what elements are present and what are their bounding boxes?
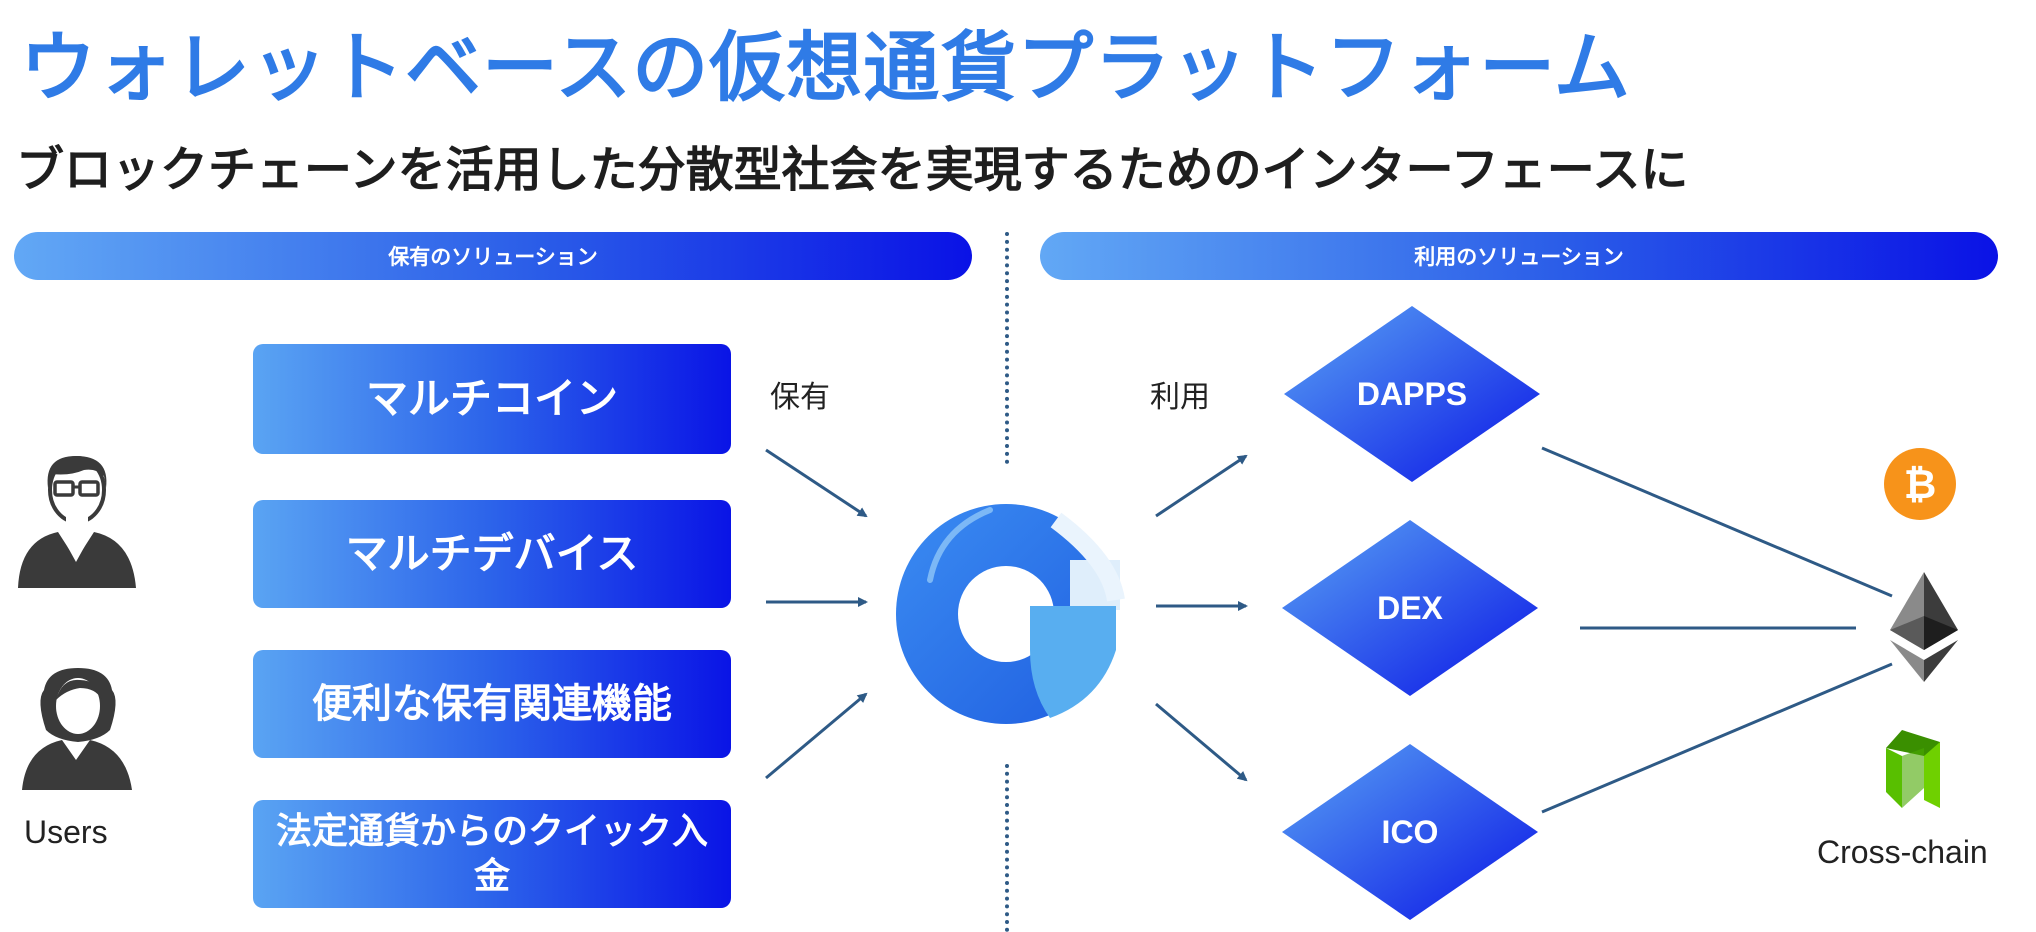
left-section-header: 保有のソリューション	[14, 232, 972, 280]
use-label: 利用	[1150, 380, 1210, 415]
hold-label: 保有	[770, 380, 830, 415]
arrow-hold-3	[765, 692, 868, 780]
users-icons	[18, 456, 136, 790]
page-subtitle: ブロックチェーンを活用した分散型社会を実現するためのインターフェースに	[16, 142, 1689, 198]
page-title: ウォレットベースの仮想通貨プラットフォーム	[20, 23, 1631, 112]
arrow-use-1	[1155, 454, 1248, 518]
line-ico-eth	[1541, 662, 1893, 814]
feature-multidevice: マルチデバイス	[253, 500, 731, 608]
arrow-use-3	[1155, 702, 1248, 782]
use-case-dapps-label: DAPPS	[1356, 375, 1468, 412]
neo-icon	[1886, 730, 1940, 808]
arrow-hold-1	[765, 448, 868, 518]
divider-top	[1005, 232, 1009, 464]
use-case-dex: DEX	[1280, 518, 1540, 698]
divider-bottom	[1005, 764, 1009, 932]
g-logo-icon	[896, 504, 1125, 724]
feature-quick-deposit: 法定通貨からのクイック入金	[253, 800, 731, 908]
male-user-icon	[18, 456, 136, 588]
feature-holding-functions: 便利な保有関連機能	[253, 650, 731, 758]
use-case-ico-label: ICO	[1381, 813, 1439, 850]
bitcoin-icon: ₿	[1884, 448, 1956, 520]
svg-text:₿: ₿	[1904, 462, 1937, 508]
cross-chain-label: Cross-chain	[1817, 834, 1988, 870]
female-user-icon	[22, 668, 132, 790]
ethereum-icon	[1890, 572, 1958, 682]
users-label: Users	[24, 814, 108, 850]
use-case-ico: ICO	[1280, 742, 1540, 922]
right-section-header: 利用のソリューション	[1040, 232, 1998, 280]
line-dapps-eth	[1541, 446, 1893, 598]
use-case-dapps: DAPPS	[1282, 304, 1542, 484]
feature-multicoin: マルチコイン	[253, 344, 731, 454]
use-case-dex-label: DEX	[1377, 589, 1443, 626]
